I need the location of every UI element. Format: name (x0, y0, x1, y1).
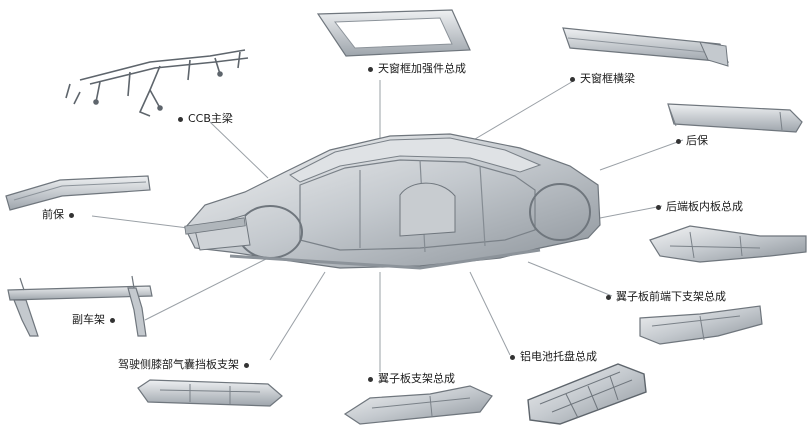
bullet-icon (368, 66, 373, 72)
leader-ccb-beam (209, 121, 269, 179)
leader-rear-bumper (599, 139, 684, 171)
label-text: 前保 (42, 208, 64, 221)
label-sunroof-crossbeam: 天窗框横梁 (570, 72, 635, 86)
part-fender-bracket (343, 385, 493, 425)
bullet-icon (69, 212, 74, 218)
bullet-icon (178, 116, 183, 122)
part-front-bumper (5, 175, 151, 211)
label-airbag-bracket: 驾驶侧膝部气囊挡板支架 (118, 358, 249, 372)
bullet-icon (368, 376, 373, 382)
bullet-icon (606, 294, 611, 300)
label-text: 天窗框横梁 (580, 72, 635, 85)
label-text: 驾驶侧膝部气囊挡板支架 (118, 358, 239, 371)
leader-fender-lower-bracket (527, 261, 613, 297)
car-body-frame (184, 133, 601, 270)
label-text: 后端板内板总成 (666, 200, 743, 213)
part-subframe (7, 275, 153, 337)
label-fender-bracket: 翼子板支架总成 (368, 372, 455, 386)
label-text: 副车架 (72, 313, 105, 326)
part-rear-inner-panel (649, 225, 807, 263)
leader-battery-tray (469, 271, 511, 356)
label-subframe: 副车架 (72, 313, 115, 327)
leader-rear-inner-panel (599, 205, 663, 219)
leader-lines (91, 79, 684, 372)
leader-sunroof-crossbeam (469, 79, 576, 143)
part-airbag-bracket (137, 379, 283, 407)
label-rear-inner-panel: 后端板内板总成 (656, 200, 743, 214)
bullet-icon (570, 76, 575, 82)
bullet-icon (676, 138, 681, 144)
part-rear-bumper (667, 103, 803, 133)
bullet-icon (510, 354, 515, 360)
bullet-icon (656, 204, 661, 210)
leader-subframe (144, 257, 269, 321)
label-fender-lower-bracket: 翼子板前端下支架总成 (606, 290, 726, 304)
label-rear-bumper: 后保 (676, 134, 708, 148)
label-front-bumper: 前保 (42, 208, 74, 222)
label-text: 后保 (686, 134, 708, 147)
part-battery-tray (527, 363, 647, 425)
leader-front-bumper (91, 215, 189, 229)
label-battery-tray: 铝电池托盘总成 (510, 350, 597, 364)
part-ccb-beam (65, 49, 249, 117)
label-sunroof-reinforcement: 天窗框加强件总成 (368, 62, 466, 76)
part-sunroof-reinforcement (316, 9, 471, 57)
leader-airbag-bracket (269, 271, 326, 361)
label-text: 铝电池托盘总成 (520, 350, 597, 363)
label-text: CCB主梁 (188, 112, 233, 125)
label-text: 翼子板支架总成 (378, 372, 455, 385)
bullet-icon (110, 317, 115, 323)
label-ccb-beam: CCB主梁 (178, 112, 233, 126)
part-fender-lower-bracket (639, 305, 763, 345)
label-text: 天窗框加强件总成 (378, 62, 466, 75)
part-sunroof-crossbeam (562, 27, 729, 67)
bullet-icon (244, 362, 249, 368)
label-text: 翼子板前端下支架总成 (616, 290, 726, 303)
